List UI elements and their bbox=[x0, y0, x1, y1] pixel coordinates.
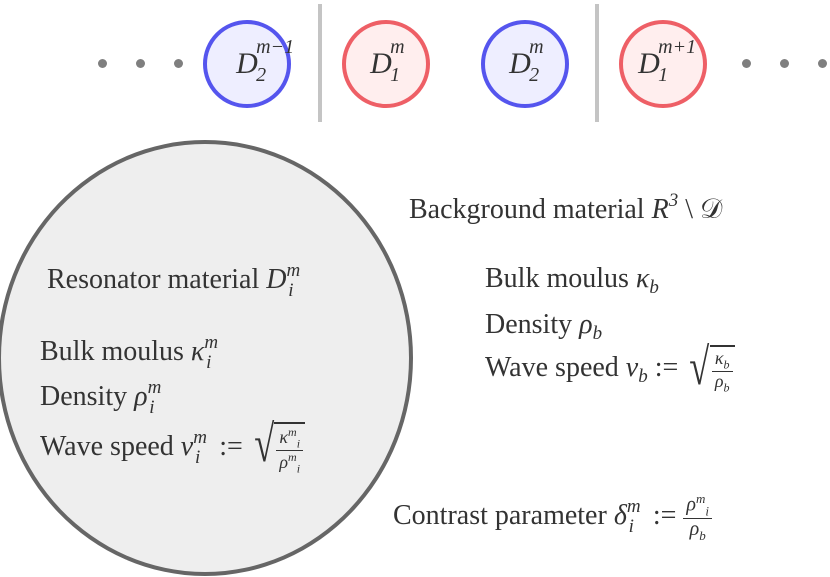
contrast-parameter: Contrast parameter δmi := ρmi ρb bbox=[393, 492, 713, 543]
ellipsis-dot bbox=[780, 59, 789, 68]
sqrt-expression: √ κmi ρmi bbox=[250, 418, 306, 475]
ellipsis-dot bbox=[174, 59, 183, 68]
resonator-wave-speed: Wave speed vmi := √ κmi ρmi bbox=[40, 418, 306, 475]
resonator-bulk-modulus: Bulk moulus κmi bbox=[40, 332, 219, 373]
ellipsis-dot bbox=[818, 59, 827, 68]
cell-separator bbox=[595, 4, 599, 122]
background-density: Density ρb bbox=[485, 309, 603, 344]
cell-separator bbox=[318, 4, 322, 122]
sqrt-expression: √ κb ρb bbox=[685, 341, 735, 394]
background-bulk-modulus: Bulk moulus κb bbox=[485, 263, 659, 298]
ellipsis-dot bbox=[136, 59, 145, 68]
resonator-title: Resonator material Dmi bbox=[47, 260, 301, 301]
background-wave-speed: Wave speed vb := √ κb ρb bbox=[485, 341, 735, 394]
resonator-region bbox=[0, 140, 413, 576]
ellipsis-dot bbox=[98, 59, 107, 68]
background-title: Background material R3 \ 𝒟 bbox=[409, 190, 723, 225]
ellipsis-dot bbox=[742, 59, 751, 68]
resonator-density: Density ρmi bbox=[40, 377, 162, 418]
contrast-fraction: ρmi ρb bbox=[683, 492, 713, 543]
